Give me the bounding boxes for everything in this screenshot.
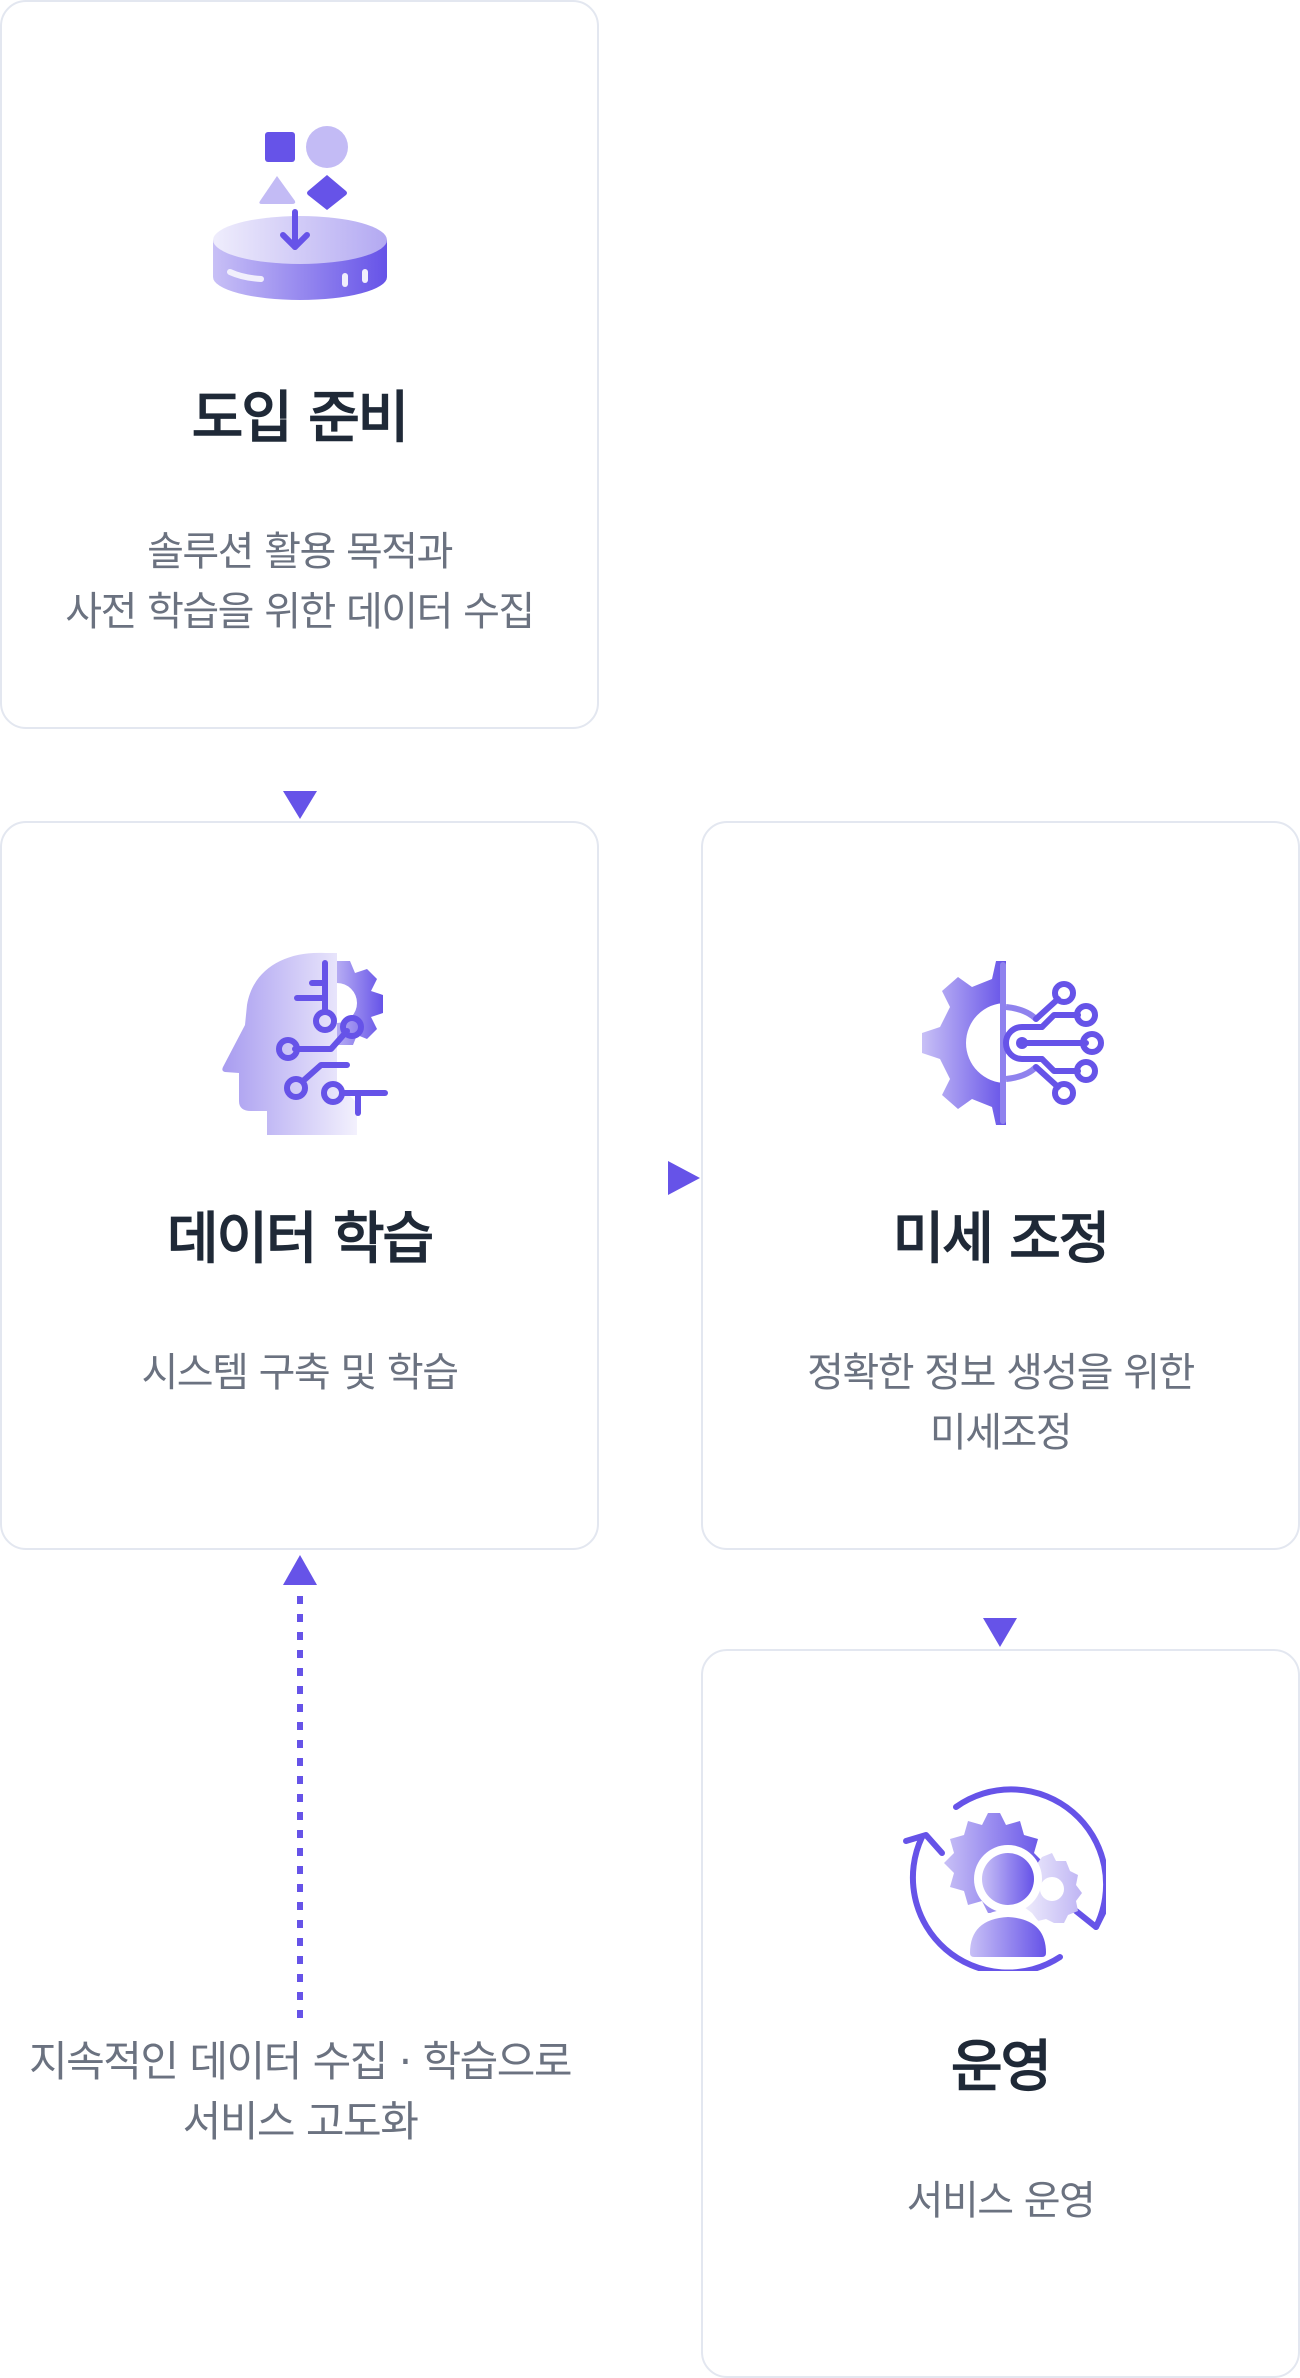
arrow-down-connector [980,1552,1020,1649]
step-description: 시스템 구축 및 학습 [141,1350,459,1396]
step-title: 데이터 학습 [166,1207,434,1272]
feedback-loop-connector [280,1555,702,2025]
arrowhead-icon [283,791,317,819]
step-description: 정확한 정보 생성을 위한 미세조정 [807,1350,1195,1456]
step-card-learning: 데이터 학습 시스템 구축 및 학습 [0,821,599,1550]
gear-circuit-icon [896,933,1106,1143]
step-description: 솔루션 활용 목적과 사전 학습을 위한 데이터 수집 [65,529,535,635]
database-shapes-icon [195,112,405,322]
arrowhead-icon [983,1618,1017,1647]
user-gears-cycle-icon [896,1761,1106,1971]
arrow-down-connector [280,733,320,821]
arrow-right-connector [600,1158,701,1198]
arrowhead-icon [283,1555,317,1585]
step-card-tuning: 미세 조정 정확한 정보 생성을 위한 미세조정 [701,821,1300,1550]
step-description: 서비스 운영 [906,2178,1096,2224]
step-title: 미세 조정 [892,1207,1111,1272]
step-title: 도입 준비 [191,386,410,451]
arrowhead-icon [668,1161,700,1195]
step-card-operate: 운영 서비스 운영 [701,1649,1300,2378]
step-title: 운영 [950,2035,1052,2100]
feedback-loop-label: 지속적인 데이터 수집 · 학습으로 서비스 고도화 [28,2037,573,2146]
step-card-prepare: 도입 준비 솔루션 활용 목적과 사전 학습을 위한 데이터 수집 [0,0,599,729]
ai-head-gear-icon [195,933,405,1143]
